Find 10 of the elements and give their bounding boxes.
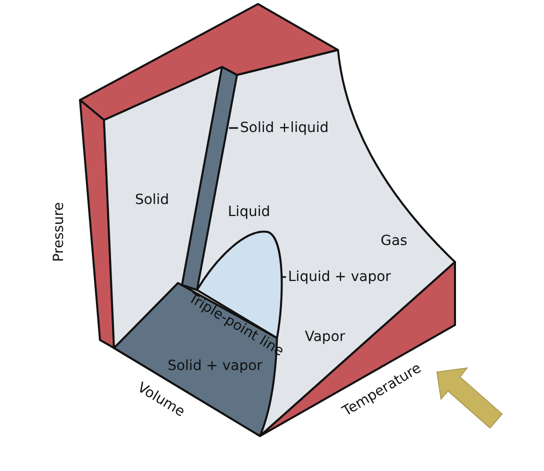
leader-line — [281, 276, 286, 278]
leader-line — [229, 127, 238, 129]
callout-label: Solid +liquid — [240, 121, 329, 135]
region-label: Solid + vapor — [168, 359, 262, 373]
axis-label: Pressure — [52, 202, 66, 262]
region-label: Gas — [380, 234, 408, 248]
region-label: Vapor — [304, 330, 346, 344]
callout-label: Liquid + vapor — [288, 270, 391, 284]
region-label: Liquid — [228, 205, 270, 219]
region-label: Solid — [134, 193, 170, 207]
